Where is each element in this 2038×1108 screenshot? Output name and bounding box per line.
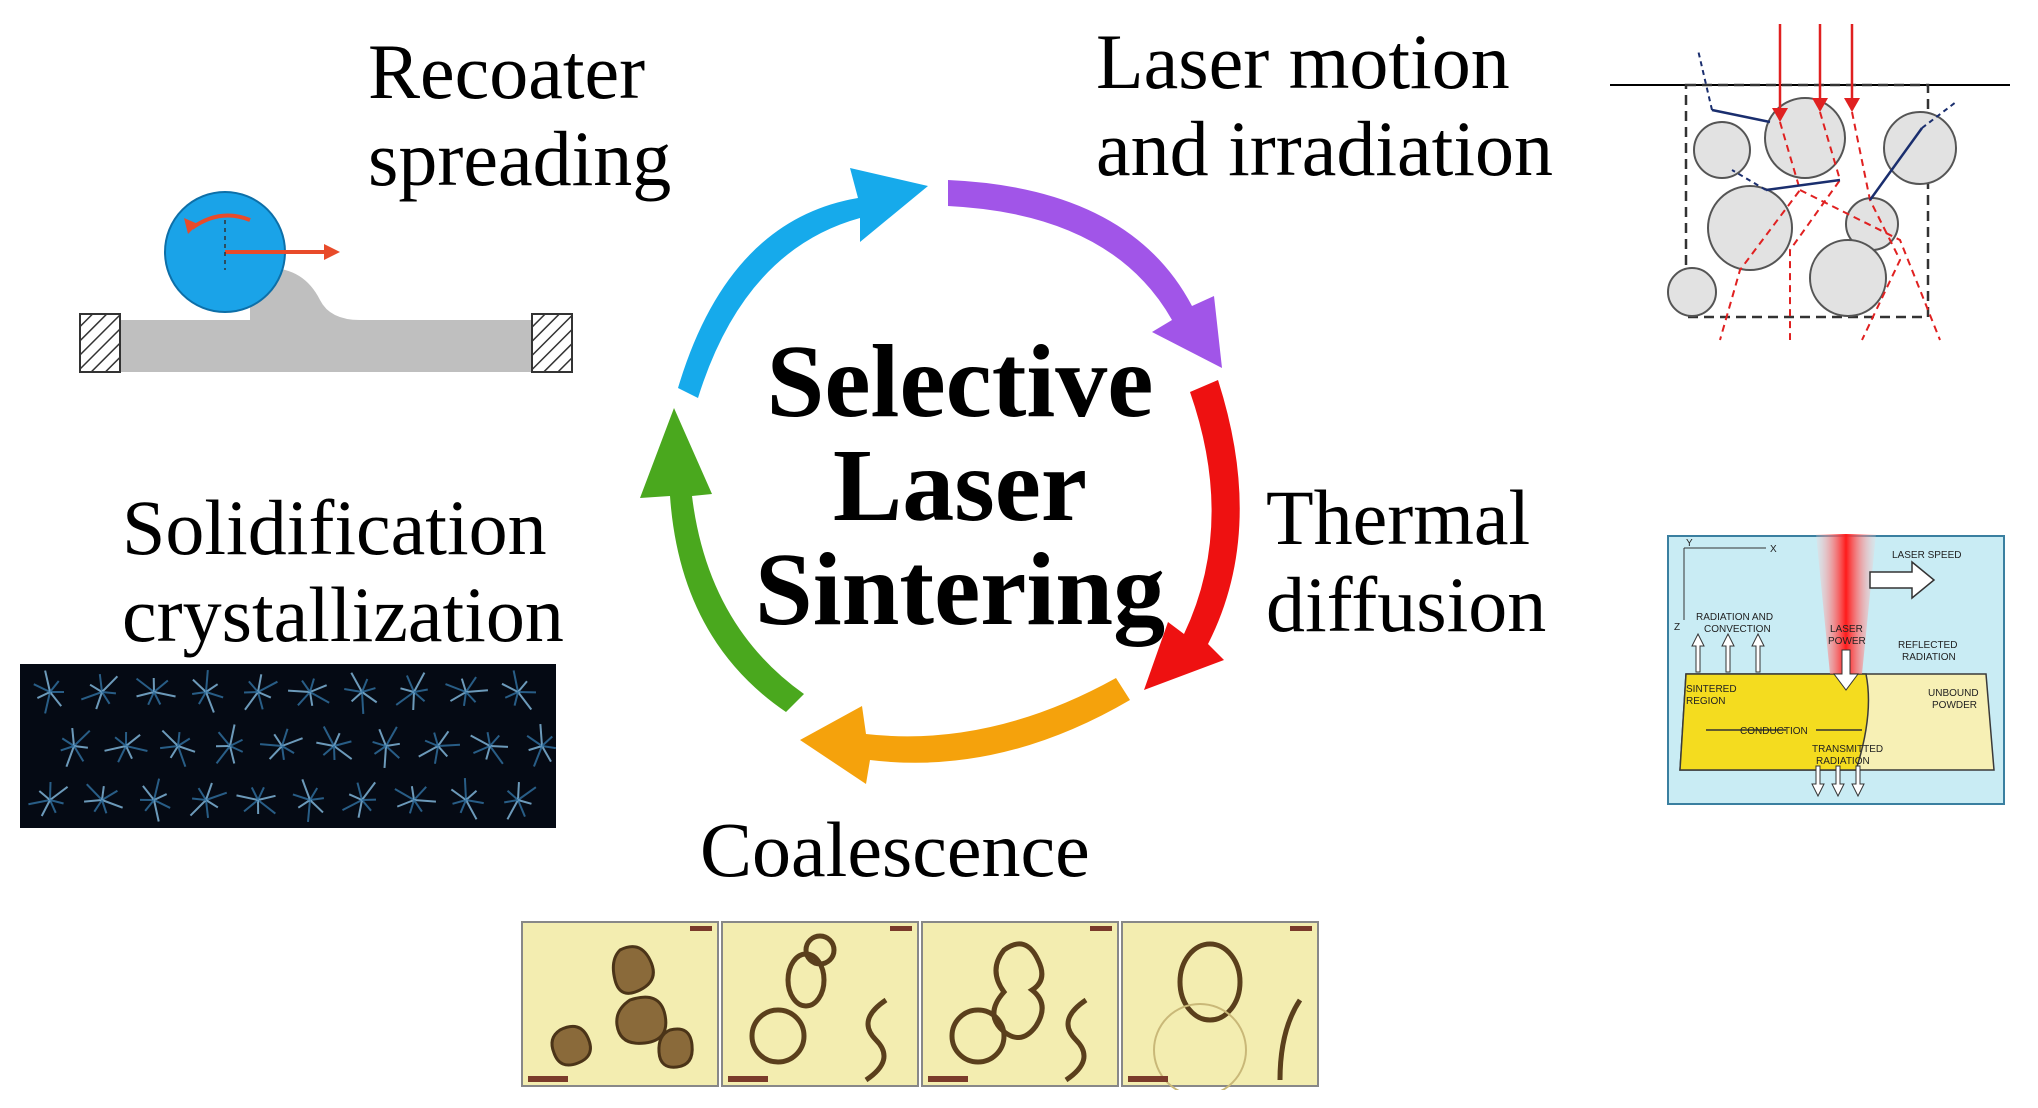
- laser-power-label-1: LASER: [1830, 624, 1863, 635]
- label-solidification-line1: Solidification: [122, 484, 547, 571]
- recoater-illustration: [79, 191, 573, 373]
- label-thermal-line2: diffusion: [1266, 561, 1547, 649]
- arrow-recoater: [678, 168, 928, 398]
- radiation-convection-label-2: CONVECTION: [1704, 624, 1771, 635]
- laser-speed-label: LASER SPEED: [1892, 550, 1961, 561]
- label-laser-line1: Laser motion: [1096, 18, 1510, 105]
- reflected-label-1: REFLECTED: [1898, 640, 1957, 651]
- label-solidification: Solidification crystallization: [122, 484, 564, 659]
- laser-irradiation-illustration: [1610, 24, 2010, 341]
- radiation-convection-label-1: RADIATION AND: [1696, 612, 1773, 623]
- title-line-2: Laser: [832, 428, 1088, 543]
- spherulite-field: [28, 669, 556, 822]
- title-line-3: Sintering: [754, 532, 1166, 647]
- label-coalescence: Coalescence: [700, 806, 1090, 893]
- label-thermal: Thermal diffusion: [1266, 474, 1546, 649]
- label-laser: Laser motion and irradiation: [1096, 18, 1553, 193]
- laser-power-label-2: POWER: [1828, 636, 1866, 647]
- coalescence-micrographs: [521, 921, 1319, 1090]
- sintered-label-2: REGION: [1686, 696, 1725, 707]
- title-line-1: Selective: [766, 324, 1154, 439]
- arrow-coalescence: [800, 678, 1130, 784]
- label-recoater: Recoater spreading: [368, 28, 671, 203]
- unbound-label-1: UNBOUND: [1928, 688, 1979, 699]
- transmitted-label-2: RADIATION: [1816, 756, 1870, 767]
- axis-y: Y: [1686, 538, 1693, 549]
- center-title: Selective Laser Sintering: [700, 330, 1220, 642]
- axis-z: Z: [1674, 622, 1680, 633]
- arrow-laser: [948, 180, 1222, 368]
- label-recoater-line2: spreading: [368, 115, 672, 203]
- sintered-label-1: SINTERED: [1686, 684, 1737, 695]
- label-recoater-line1: Recoater: [368, 28, 646, 115]
- label-laser-line2: and irradiation: [1096, 105, 1553, 193]
- reflected-label-2: RADIATION: [1902, 652, 1956, 663]
- label-solidification-line2: crystallization: [122, 571, 564, 659]
- transmitted-label-1: TRANSMITTED: [1812, 744, 1883, 755]
- axis-x: X: [1770, 544, 1777, 555]
- arrow-solidification: [640, 408, 804, 712]
- arrow-thermal: [1144, 380, 1240, 690]
- thermal-diffusion-illustration: X Y Z LASER SPEED RADIATION AND CONVECTI…: [1667, 534, 2005, 805]
- crystallization-micrograph: [20, 664, 556, 828]
- label-thermal-line1: Thermal: [1266, 474, 1531, 561]
- conduction-label: CONDUCTION: [1740, 726, 1808, 737]
- unbound-label-2: POWDER: [1932, 700, 1977, 711]
- label-coalescence-line1: Coalescence: [700, 806, 1090, 893]
